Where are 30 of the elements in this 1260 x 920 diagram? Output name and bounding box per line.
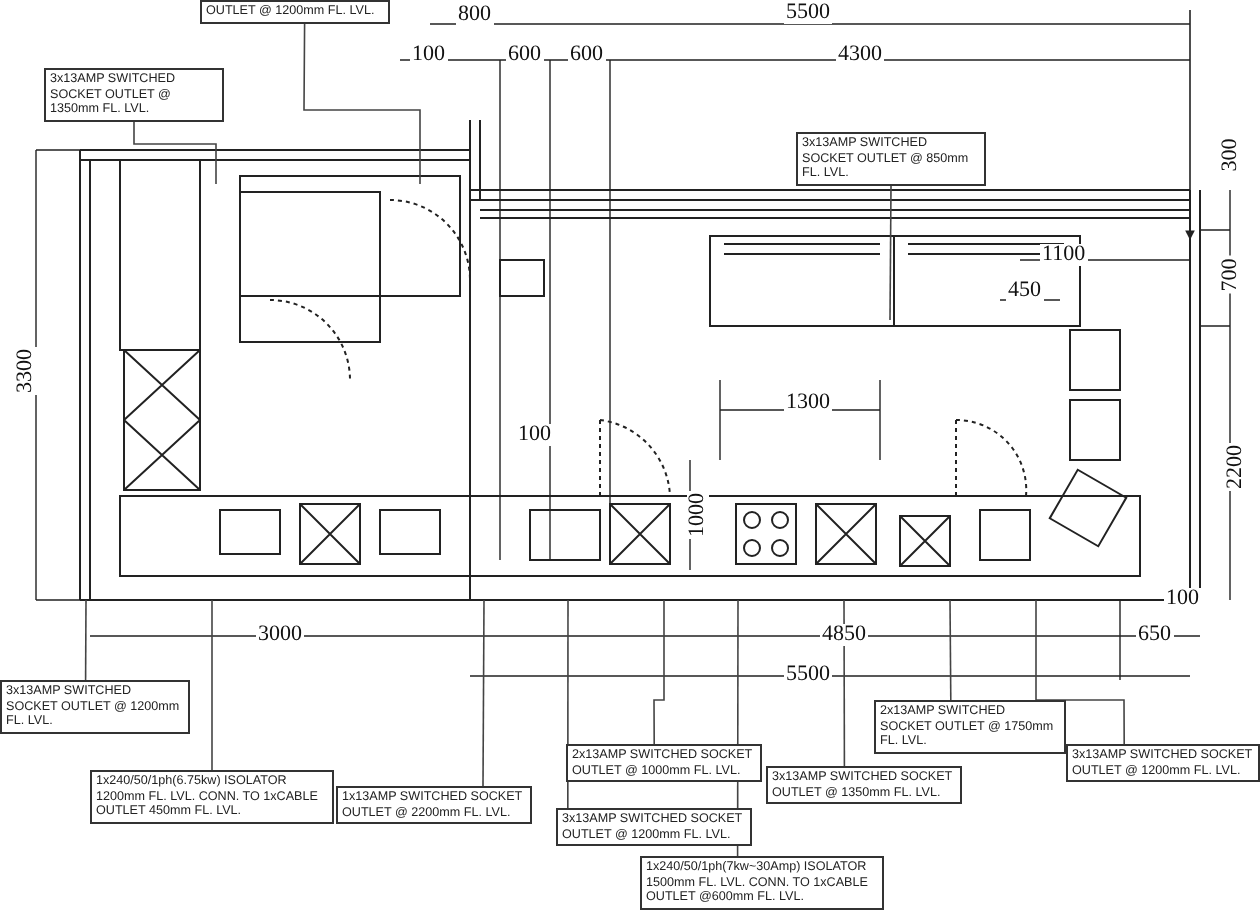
leader-line: [653, 599, 665, 745]
dimension-label: 1300: [784, 392, 832, 414]
leader-line: [84, 599, 87, 681]
dimension-label: 4850: [820, 624, 868, 646]
leader-line: [482, 599, 485, 787]
dimension-label: 600: [506, 44, 543, 66]
dimension-label: 650: [1136, 624, 1173, 646]
dimension-label: 600: [568, 44, 605, 66]
dimension-label: 4300: [836, 44, 884, 66]
dimension-label: 3000: [256, 624, 304, 646]
leader-line: [133, 121, 217, 185]
dimension-label: 3300: [15, 347, 37, 395]
dimension-label: 5500: [784, 2, 832, 24]
dimension-label: 100: [410, 44, 447, 66]
dimension-label: 1100: [1040, 244, 1088, 266]
dimension-label: 100: [516, 424, 553, 446]
leader-line: [949, 599, 952, 701]
dimension-label: 1000: [687, 491, 709, 539]
leader-line: [843, 599, 846, 767]
leader-line: [303, 23, 421, 185]
dimension-label: 450: [1006, 280, 1043, 302]
leader-line: [211, 599, 213, 771]
dimension-label: 2200: [1225, 443, 1247, 491]
dimension-label: 800: [456, 4, 493, 26]
dimension-label: 5500: [784, 664, 832, 686]
leader-line: [1035, 599, 1125, 745]
dimension-label: 300: [1219, 136, 1242, 174]
dimension-label: 100: [1164, 588, 1201, 610]
leader-line: [889, 185, 892, 321]
dimension-label: 700: [1219, 256, 1242, 294]
